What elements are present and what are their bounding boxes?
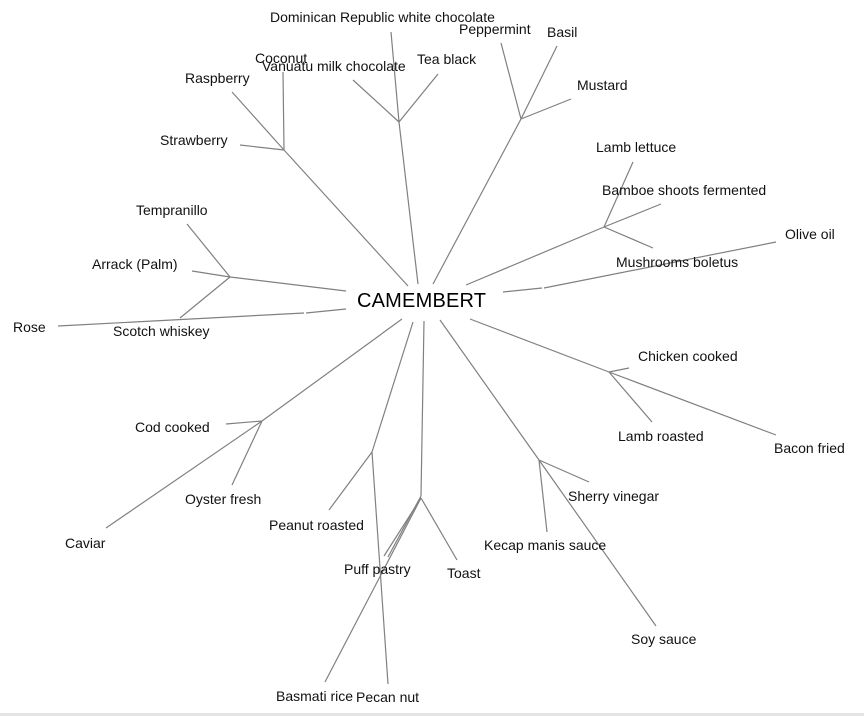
leaf-label-tempranillo: Tempranillo	[136, 202, 208, 218]
edge-scotch	[179, 276, 231, 319]
leaf-label-chicken: Chicken cooked	[638, 348, 738, 364]
leaf-label-bamboe: Bamboe shoots fermented	[602, 182, 767, 198]
edge-tempranillo	[186, 223, 231, 278]
leaf-label-strawberry: Strawberry	[160, 132, 228, 148]
leaf-label-rose: Rose	[13, 319, 46, 335]
edge-center-bread	[420, 320, 425, 497]
edge-center-sauces	[439, 319, 540, 461]
edge-basil	[520, 45, 558, 120]
leaf-label-lamb-roasted: Lamb roasted	[618, 428, 704, 444]
edge-toast	[420, 497, 458, 561]
edge-cod	[225, 420, 263, 425]
edge-center-seafood	[261, 318, 403, 422]
edge-center-spirits	[229, 276, 347, 292]
leaf-label-mushrooms: Mushrooms boletus	[616, 254, 739, 270]
edge-center-chocolate	[398, 121, 419, 285]
edge-bamboe	[603, 203, 662, 228]
leaf-label-olive: Olive oil	[785, 226, 835, 242]
leaf-label-scotch: Scotch whiskey	[113, 323, 210, 339]
edge-peppermint	[500, 42, 522, 120]
leaf-label-bacon: Bacon fried	[774, 440, 845, 456]
edge-arrack	[191, 270, 231, 278]
leaf-label-pecan: Pecan nut	[356, 689, 420, 705]
leaf-label-caviar: Caviar	[65, 535, 106, 551]
edge-tea	[398, 73, 439, 123]
leaf-label-tea: Tea black	[417, 51, 477, 67]
edge-center-meat	[469, 318, 610, 373]
leaf-label-arrack: Arrack (Palm)	[92, 256, 178, 272]
leaf-label-vanuatu: Vanuatu milk chocolate	[262, 58, 406, 74]
edge-mushrooms	[603, 226, 654, 249]
edge-sherry	[538, 459, 590, 483]
center-node-label: CAMEMBERT	[357, 290, 487, 312]
edge-olive-oil	[543, 241, 777, 289]
edge-coconut	[282, 71, 285, 151]
leaf-label-sherry: Sherry vinegar	[568, 488, 660, 504]
leaf-label-dominican: Dominican Republic white chocolate	[270, 9, 495, 25]
leaf-label-lamb-lettuce: Lamb lettuce	[596, 139, 677, 155]
leaf-label-kecap: Kecap manis sauce	[484, 537, 607, 553]
edge-center-berries	[283, 149, 409, 287]
edge-lamb-lettuce	[603, 161, 634, 228]
edge-peanut	[328, 451, 373, 511]
edge-chicken	[608, 367, 630, 373]
leaf-label-basil: Basil	[547, 24, 578, 40]
leaf-label-raspberry: Raspberry	[185, 70, 250, 86]
edge-basmati	[324, 497, 422, 683]
edge-kecap	[538, 459, 548, 533]
edge-center-vegetables	[465, 226, 605, 286]
leaf-label-toast: Toast	[447, 565, 481, 581]
edge-oyster	[231, 420, 263, 486]
edge-center-olive-a	[502, 287, 543, 293]
edge-dominican	[390, 31, 400, 123]
leaf-label-basmati: Basmati rice	[276, 688, 354, 704]
edge-mustard	[520, 98, 572, 120]
edge-strawberry	[239, 144, 285, 151]
edge-lamb-roasted	[608, 371, 653, 423]
leaf-label-puff: Puff pastry	[344, 561, 411, 577]
edge-pecan	[371, 451, 389, 685]
leaf-label-soy: Soy sauce	[631, 631, 697, 647]
edge-soy	[538, 459, 657, 627]
leaf-label-mustard: Mustard	[577, 77, 628, 93]
leaf-label-peppermint: Peppermint	[459, 21, 531, 37]
edge-center-rose-a	[305, 308, 347, 314]
edge-raspberry	[231, 91, 285, 151]
leaf-label-oyster: Oyster fresh	[185, 491, 262, 507]
leaf-label-coconut: Coconut	[255, 50, 308, 66]
edge-rose	[57, 312, 305, 327]
leaf-label-cod: Cod cooked	[135, 419, 210, 435]
edge-bacon	[608, 371, 777, 436]
edge-vanuatu	[352, 79, 400, 123]
edge-caviar	[105, 420, 263, 529]
leaf-label-peanut: Peanut roasted	[269, 517, 364, 533]
bottom-border	[0, 713, 864, 716]
edge-center-nuts	[371, 321, 414, 453]
edge-center-herbs	[432, 118, 522, 285]
edge-puff-b	[383, 497, 422, 557]
